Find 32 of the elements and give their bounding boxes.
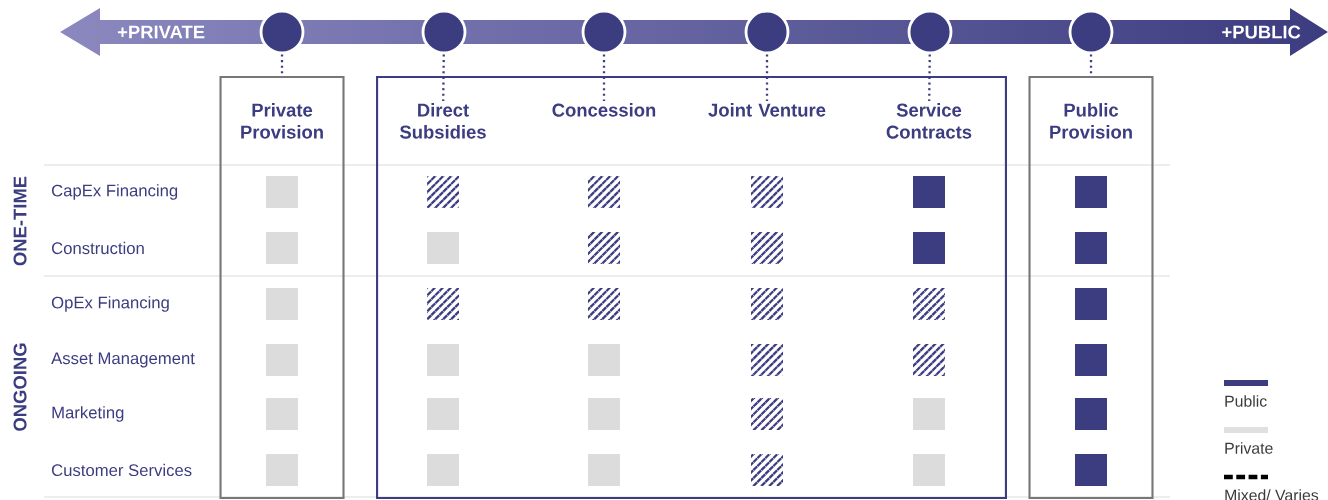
- group-frame: [376, 76, 1007, 499]
- arrow-label: +PUBLIC: [1222, 25, 1301, 39]
- row-label: Construction: [52, 241, 144, 255]
- dotted-connector: [280, 54, 284, 76]
- dotted-connector: [928, 54, 931, 101]
- column-header: Joint Venture: [708, 103, 826, 117]
- dotted-connector: [765, 54, 769, 101]
- row-label: Marketing: [52, 406, 124, 422]
- row-label: Asset Management: [51, 352, 195, 368]
- section-label: ONGOING: [13, 343, 27, 431]
- spectrum-circle: [744, 9, 790, 55]
- spectrum-circle: [581, 9, 627, 55]
- dotted-connector: [442, 54, 445, 101]
- column-header: Concession: [552, 103, 656, 117]
- section-label: ONE-TIME: [13, 176, 27, 266]
- spectrum-circle: [421, 9, 467, 55]
- dotted-connector: [602, 54, 606, 101]
- spectrum-circle: [1068, 9, 1114, 55]
- dotted-connector: [1089, 54, 1093, 76]
- row-label: CapEx Financing: [52, 184, 178, 200]
- column-header: Direct Subsidies: [399, 103, 486, 139]
- legend-text: Private: [1225, 442, 1273, 454]
- row-label: OpEx Financing: [51, 296, 169, 312]
- row-label: Customer Services: [52, 463, 192, 477]
- legend-text: Mixed/ Varies: [1225, 489, 1319, 500]
- spectrum-circle: [907, 9, 953, 55]
- legend-text: Public: [1225, 395, 1267, 407]
- spectrum-circle: [259, 9, 305, 55]
- column-header: Service Contracts: [886, 103, 972, 139]
- arrow-label: +PRIVATE: [117, 25, 205, 39]
- column-frame: Private Provision: [219, 76, 345, 499]
- column-frame: Public Provision: [1028, 76, 1154, 499]
